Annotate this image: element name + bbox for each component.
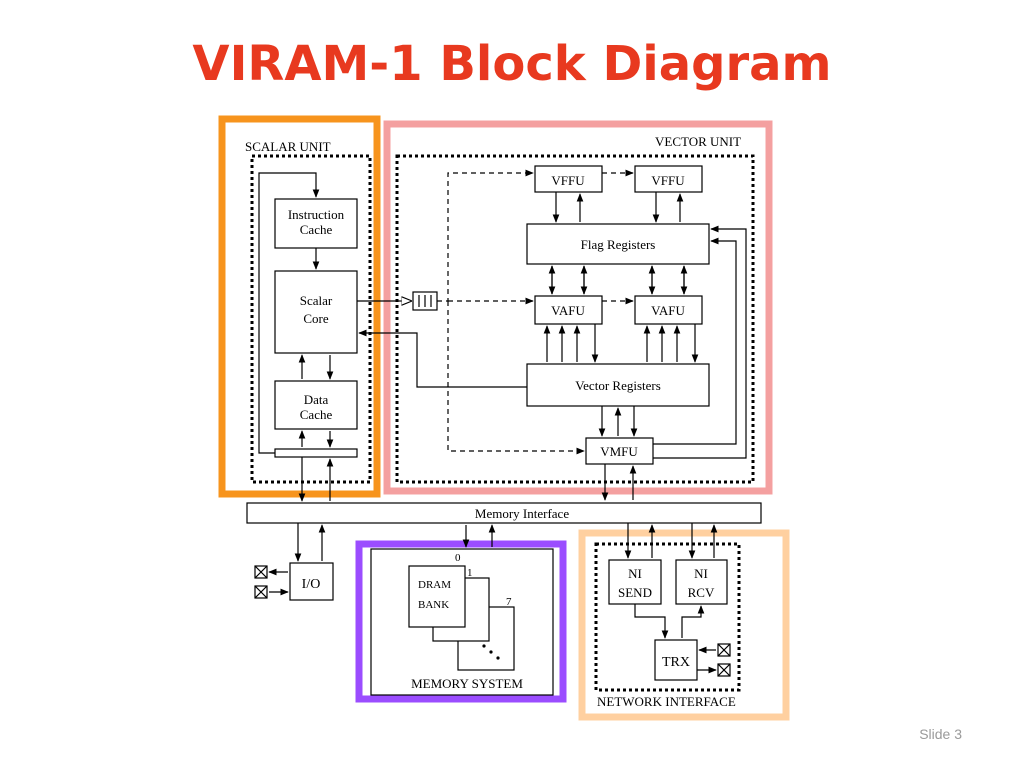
memory-interface-block <box>246 502 762 524</box>
network-interface: NETWORK INTERFACE NI SEND NI RCV TRX <box>594 523 741 709</box>
bank-index-7: 7 <box>506 596 512 608</box>
data-cache-label-1: Data <box>304 392 329 407</box>
vector-unit: VECTOR UNIT VFFU VFFU Flag Registers VAF… <box>358 134 755 501</box>
scalar-core-label-1: Scalar <box>300 293 333 308</box>
vffu-1-label: VFFU <box>551 173 585 188</box>
vafu-2-label: VAFU <box>651 303 685 318</box>
memory-system-label: MEMORY SYSTEM <box>411 676 523 691</box>
memory-system-highlight <box>355 540 567 703</box>
io-label: I/O <box>302 577 321 592</box>
flag-registers-block <box>526 223 710 265</box>
instruction-queue-icon <box>398 291 438 311</box>
scalar-unit: SCALAR UNIT Instruction Cache Scalar Cor… <box>245 139 398 502</box>
bank-index-0: 0 <box>455 552 461 564</box>
slide-title: VIRAM-1 Block Diagram <box>192 36 832 92</box>
vafu-1-block <box>534 295 603 325</box>
memory-interface-label: Memory Interface <box>475 506 569 521</box>
vffu-2-label: VFFU <box>651 173 685 188</box>
instruction-cache-block <box>274 198 358 249</box>
vafu-2-block <box>634 295 703 325</box>
scalar-core-label-2: Core <box>303 311 329 326</box>
trx-block <box>654 639 698 681</box>
io-pin-icon <box>254 585 289 599</box>
trx-label: TRX <box>662 655 690 670</box>
io-pin-icon <box>254 565 288 579</box>
ni-rcv-label-1: NI <box>694 566 708 581</box>
network-pin-icon <box>697 663 731 677</box>
vector-unit-label: VECTOR UNIT <box>655 134 741 149</box>
bank-ellipsis <box>482 644 500 660</box>
scalar-core-block <box>274 270 358 354</box>
vector-unit-highlight <box>383 120 773 495</box>
vector-registers-label: Vector Registers <box>575 378 661 393</box>
vmfu-block <box>585 437 654 465</box>
vffu-1-block <box>534 165 603 193</box>
scalar-bus-bar <box>274 448 358 458</box>
ni-send-label-2: SEND <box>618 585 652 600</box>
instruction-cache-label-1: Instruction <box>288 207 345 222</box>
network-interface-highlight <box>578 529 790 721</box>
dram-bank-0 <box>408 565 466 628</box>
dram-bank-label-2: BANK <box>418 599 449 611</box>
instruction-cache-label-2: Cache <box>300 222 333 237</box>
ni-send-block <box>608 559 662 605</box>
io-section: I/O <box>254 523 334 601</box>
io-block <box>289 562 334 601</box>
slide-number: Slide 3 <box>919 726 962 742</box>
ni-send-label-1: NI <box>628 566 642 581</box>
vmfu-label: VMFU <box>600 444 638 459</box>
data-cache-label-2: Cache <box>300 407 333 422</box>
vector-registers-block <box>526 363 710 407</box>
memory-system: MEMORY SYSTEM DRAM BANK 0 1 7 <box>370 524 554 696</box>
ni-rcv-label-2: RCV <box>688 585 715 600</box>
bank-index-1: 1 <box>467 567 473 579</box>
network-pin-icon <box>698 643 731 657</box>
ni-rcv-block <box>675 559 728 605</box>
dram-bank-label-1: DRAM <box>418 579 451 591</box>
data-cache-block <box>274 380 358 430</box>
vafu-1-label: VAFU <box>551 303 585 318</box>
network-interface-label: NETWORK INTERFACE <box>597 694 736 709</box>
flag-registers-label: Flag Registers <box>581 237 656 252</box>
vffu-2-block <box>634 165 703 193</box>
scalar-unit-label: SCALAR UNIT <box>245 139 331 154</box>
